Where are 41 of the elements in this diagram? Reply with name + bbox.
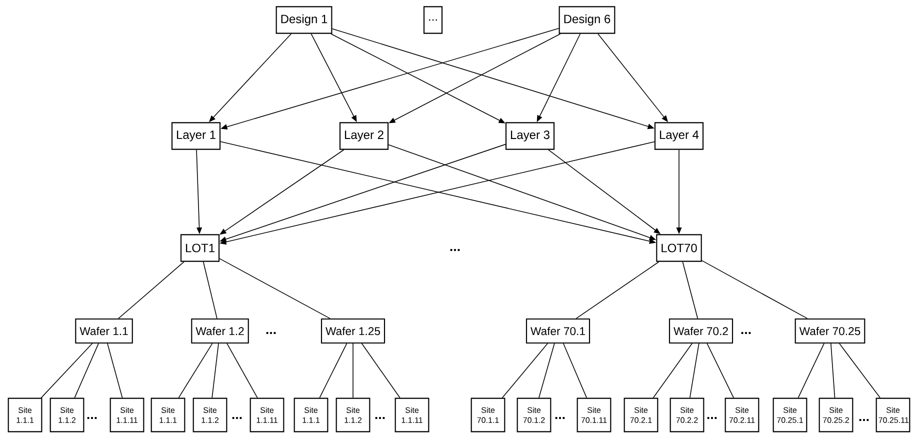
wafer-box: Wafer 1.25	[320, 318, 386, 344]
process-box: Layer 2	[339, 122, 389, 150]
site-box: Site 1.1.11	[394, 398, 430, 432]
site-box: Site 1.1.2	[336, 398, 370, 432]
site-box: Site 70.1.1	[470, 398, 506, 432]
process-box: LOT1	[180, 234, 220, 262]
site-box: Site 70.25.11	[876, 398, 910, 432]
site-box: Site 70.25.1	[772, 398, 808, 432]
site-box: Site 70.2.11	[724, 398, 760, 432]
ellipsis: ...	[87, 417, 97, 419]
site-box: Site 1.1.11	[250, 398, 284, 432]
process-box: Layer 4	[654, 122, 704, 150]
wafer-box: Wafer 70.25	[794, 318, 866, 344]
site-box: Site 70.1.2	[516, 398, 552, 432]
process-box: Layer 1	[171, 122, 221, 150]
wafer-box: Wafer 1.1	[75, 318, 133, 344]
ellipsis: ...	[266, 332, 276, 334]
ellipsis: ...	[450, 249, 460, 251]
wafer-box: Wafer 70.2	[668, 318, 734, 344]
site-box: Site 70.2.1	[624, 398, 658, 432]
site-box: Site 1.1.2	[50, 398, 84, 432]
site-box: Site 70.1.11	[576, 398, 612, 432]
ellipsis: ...	[375, 417, 385, 419]
site-box: Site 1.1.11	[110, 398, 144, 432]
site-box: Site 70.25.2	[818, 398, 854, 432]
ellipsis: ...	[555, 417, 565, 419]
site-box: Site 1.1.1	[150, 398, 186, 432]
site-box: Site 1.1.1	[294, 398, 328, 432]
site-box: Site 70.2.2	[670, 398, 704, 432]
site-box: Site 1.1.1	[8, 398, 42, 432]
ellipsis: ...	[859, 419, 869, 421]
site-box: Site 1.1.2	[192, 398, 228, 432]
wafer-box: Wafer 1.2	[191, 318, 249, 344]
ellipsis: ...	[707, 417, 717, 419]
wafer-box: Wafer 70.1	[526, 318, 590, 344]
ellipsis: ...	[232, 417, 242, 419]
process-box: Design 6	[558, 6, 616, 34]
process-box: ...	[423, 6, 443, 34]
process-box: Design 1	[276, 6, 332, 34]
process-box: LOT70	[656, 234, 702, 262]
process-box: Layer 3	[505, 122, 555, 150]
